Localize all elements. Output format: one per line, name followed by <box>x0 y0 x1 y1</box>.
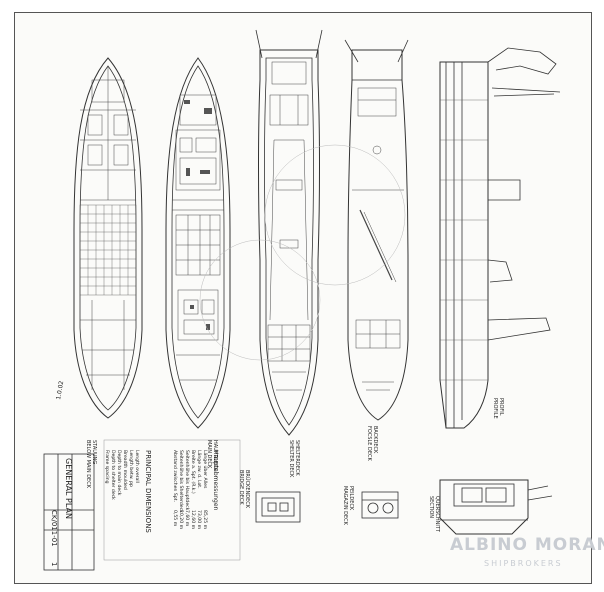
dimensions-frame <box>103 439 241 561</box>
plan-subtitle-profile: PROFILE <box>492 398 498 419</box>
plan-focsle-deck <box>344 39 409 421</box>
drawing-sheet <box>14 12 592 584</box>
view-subtitle-magazin-deck: MAGAZIN DECK <box>342 486 348 526</box>
dim-row-en-1: Length betw. pp <box>128 450 134 487</box>
dim-value-0: 85,25 m <box>202 510 208 530</box>
plan-below-main-deck <box>73 57 143 419</box>
revision-note: 1.0.02 <box>55 380 65 400</box>
dim-row-en-0: Length overall <box>134 450 140 483</box>
dim-row-en-4: Depth to shelter deck <box>110 450 116 500</box>
dim-value-3: 7,60 m <box>184 510 190 527</box>
watermark-line1: ALBINO MORAN <box>450 535 604 555</box>
drawing-number: CK/011-01 <box>50 510 58 547</box>
watermark-line2: SHIPBROKERS <box>484 559 563 568</box>
plan-main-deck <box>165 57 231 429</box>
dim-row-en-2: Breadth moulded <box>122 450 128 490</box>
drafting-guides <box>199 144 406 361</box>
plan-title-profile: PROFIL <box>498 398 504 416</box>
dim-row-de-1: Länge zw. d. Lot. <box>196 450 202 489</box>
dimensions-heading-de: Hauptabmessungen <box>212 450 219 511</box>
view-title-magazin-deck: PEILDECK <box>348 486 354 511</box>
dim-value-4: 10,20 m <box>178 510 184 530</box>
dim-row-de-2: Breite a. Spt. (R.k.) <box>190 450 196 494</box>
dim-row-de-4: Seitenhöhe bis Shelterdeck <box>178 450 184 513</box>
plan-title-focsle-deck: BACKDECK <box>372 426 378 454</box>
view-subtitle-bridge-deck: BRIDGE DECK <box>238 470 244 505</box>
view-bridge-deck <box>255 491 301 523</box>
view-title-section: QUERSCHNITT <box>434 496 440 533</box>
dim-row-en-5: Frame spacing <box>104 450 110 484</box>
dim-row-de-0: Länge über Alles <box>202 450 208 489</box>
dim-row-en-3: Depth to main deck <box>116 450 122 496</box>
plan-title-below-main: STAUUNG <box>91 440 97 464</box>
view-subtitle-section: SECTION <box>428 496 434 518</box>
dim-value-1: 73,00 m <box>196 510 202 530</box>
plan-subtitle-shelter-deck: SHELTER DECK <box>288 440 294 478</box>
dim-value-2: 12,60 m <box>190 510 196 530</box>
drawing-number-suffix: 1 <box>50 562 58 566</box>
dimensions-heading-en: PRINCIPAL DIMENSIONS <box>144 450 152 533</box>
plan-subtitle-main-deck: MAIN DECK <box>206 440 212 469</box>
profile-elevation <box>439 47 561 429</box>
document-title: GENERAL PLAN <box>64 458 73 519</box>
view-magazin-deck <box>361 491 399 519</box>
plan-shelter-deck <box>255 29 323 436</box>
plan-subtitle-below-main: BELOW MAIN DECK <box>85 440 91 489</box>
view-title-bridge-deck: BRÜCKENDECK <box>244 470 251 509</box>
plan-title-main-deck: HAUPTDECK <box>212 440 218 471</box>
dim-row-de-3: Seitenhöhe bis Hauptdeck <box>184 450 190 511</box>
plan-subtitle-focsle-deck: FOCSLE DECK <box>366 426 372 462</box>
title-block <box>43 453 95 571</box>
plan-title-shelter-deck: SHELTERDECK <box>294 440 300 476</box>
dim-row-de-5: Abstand zwischen Spt. <box>172 450 178 502</box>
view-section <box>439 479 553 535</box>
dim-value-5: 0,55 m <box>172 510 178 527</box>
